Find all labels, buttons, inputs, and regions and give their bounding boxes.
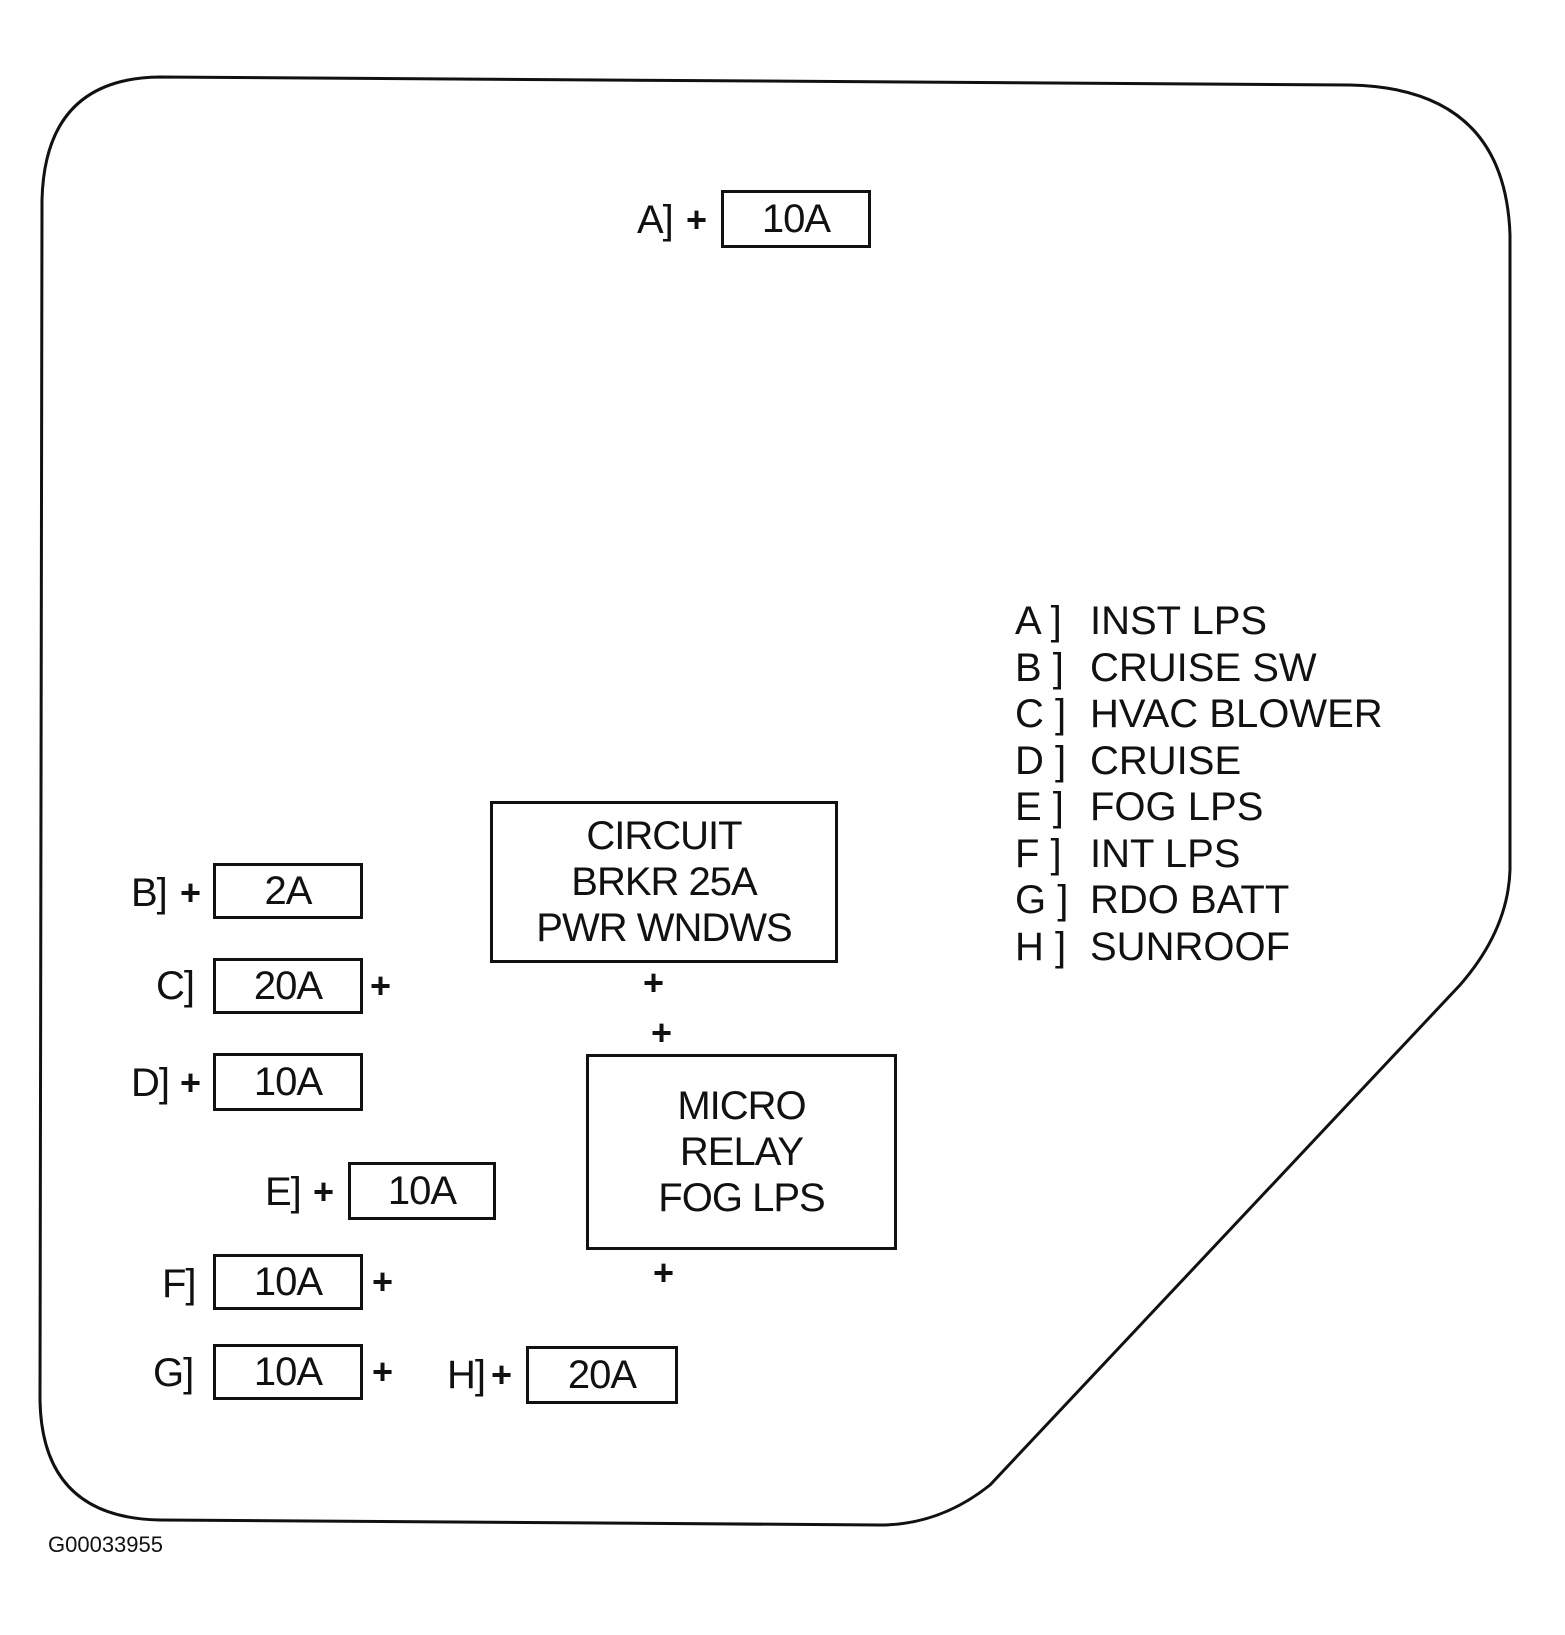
legend-key: D ] [1015,738,1067,783]
fuse-c-box: 20A [213,958,363,1014]
fuse-d-box: 10A [213,1053,363,1111]
fuse-a-label: A] [637,198,674,242]
circuit-breaker-line-2: BRKR 25A [571,860,757,904]
legend-row: G ] RDO BATT [1015,877,1383,924]
fuse-e-rating: 10A [387,1168,457,1213]
fuse-legend: A ] INST LPS B ] CRUISE SW C ] HVAC BLOW… [1015,598,1383,970]
legend-description: HVAC BLOWER [1090,692,1383,736]
micro-relay-box: MICRO RELAY FOG LPS [586,1054,897,1250]
legend-row: H ] SUNROOF [1015,924,1383,971]
fuse-e-plus: + [313,1171,335,1212]
legend-row: C ] HVAC BLOWER [1015,691,1383,738]
fuse-b-plus: + [180,872,202,913]
micro-relay-line-2: RELAY [679,1130,804,1174]
legend-key: A ] [1015,599,1062,643]
fuse-c-rating: 20A [253,963,323,1008]
circuit-breaker-line-1: CIRCUIT [586,814,742,858]
legend-description: CRUISE [1090,738,1242,783]
fuse-b-rating: 2A [264,868,313,913]
fuse-f-box: 10A [213,1254,363,1310]
micro-relay-bottom-plus: + [653,1252,675,1293]
fuse-a-plus: + [686,199,708,240]
fuse-h-plus: + [491,1354,513,1395]
legend-row: D ] CRUISE [1015,738,1383,785]
fuse-g-label: G] [153,1351,194,1395]
legend-key: H ] [1015,924,1067,969]
legend-description: INST LPS [1090,599,1268,643]
fuse-c-plus: + [370,965,392,1006]
fuse-e-box: 10A [348,1162,496,1220]
legend-description: RDO BATT [1090,878,1290,922]
circuit-breaker-plus: + [643,962,665,1003]
legend-row: E ] FOG LPS [1015,784,1383,831]
micro-relay-top-plus: + [651,1012,673,1053]
legend-key: B ] [1015,645,1064,690]
circuit-breaker-box: CIRCUIT BRKR 25A PWR WNDWS [490,801,838,963]
fuse-e-label: E] [265,1170,302,1214]
legend-key: E ] [1015,785,1064,829]
micro-relay-line-1: MICRO [677,1084,806,1128]
legend-row: B ] CRUISE SW [1015,645,1383,692]
legend-description: INT LPS [1090,831,1241,876]
micro-relay-line-3: FOG LPS [658,1176,825,1220]
legend-description: FOG LPS [1090,785,1264,829]
fuse-d-plus: + [180,1062,202,1103]
fuse-c-label: C] [156,964,195,1008]
fuse-d-label: D] [131,1061,170,1105]
circuit-breaker-line-3: PWR WNDWS [536,906,792,950]
legend-description: SUNROOF [1090,924,1290,969]
fuse-f-rating: 10A [253,1259,323,1304]
legend-key: F ] [1015,831,1062,876]
legend-row: A ] INST LPS [1015,598,1383,645]
fuse-h-label: H] [447,1353,486,1397]
fuse-g-box: 10A [213,1344,363,1400]
fuse-f-label: F] [162,1262,197,1306]
legend-row: F ] INT LPS [1015,831,1383,878]
fuse-a-rating: 10A [761,196,831,241]
fuse-g-rating: 10A [253,1349,323,1394]
fuse-g-plus: + [372,1351,394,1392]
legend-key: G ] [1015,878,1069,922]
figure-code: G00033955 [48,1532,163,1557]
legend-key: C ] [1015,692,1067,736]
fuse-d-rating: 10A [253,1059,323,1104]
fuse-h-rating: 20A [567,1352,637,1397]
fuse-b-box: 2A [213,863,363,919]
fuse-h-box: 20A [526,1346,678,1404]
fuse-a-box: 10A [721,190,871,248]
fuse-b-label: B] [131,871,168,915]
legend-description: CRUISE SW [1090,645,1317,690]
fuse-f-plus: + [372,1261,394,1302]
